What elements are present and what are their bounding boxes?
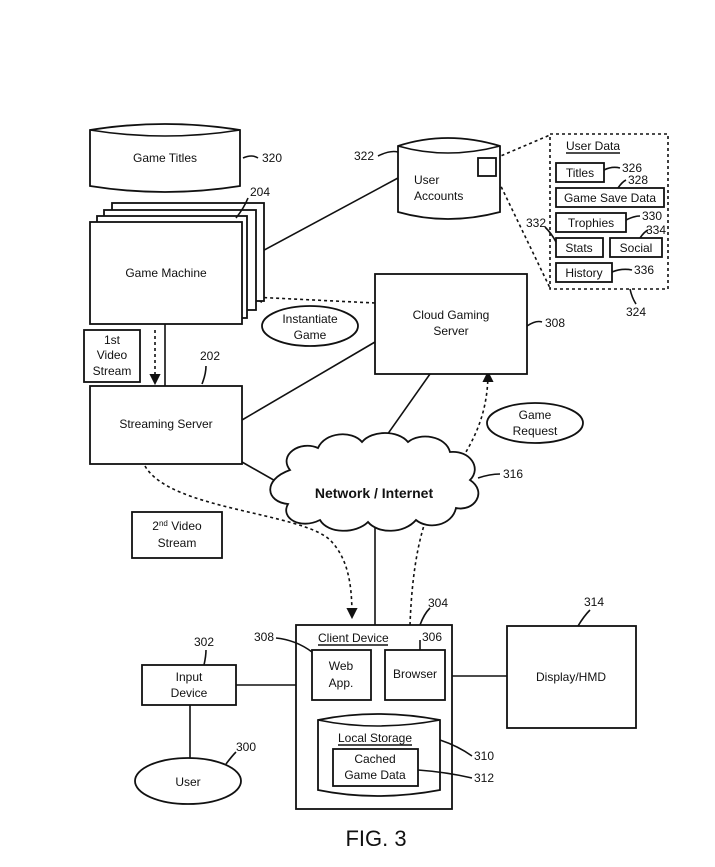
client-device-ref: 304 [428,596,448,610]
browser-ref: 306 [422,630,442,644]
cloud-gaming-line2: Server [433,324,468,338]
user-data-title: User Data [566,139,620,153]
second-video-num: 2 [152,519,159,533]
social-label: Social [620,241,653,255]
game-titles-db: Game Titles 320 [89,123,282,193]
cached-ref: 312 [474,771,494,785]
web-app-line1: Web [329,659,354,673]
game-request-line1: Game [519,408,552,422]
game-machine-label: Game Machine [125,266,207,280]
cached-line1: Cached [354,752,395,766]
input-device: Input Device 302 [141,635,237,706]
input-device-line2: Device [171,686,208,700]
streaming-server: Streaming Server 202 [89,349,243,465]
social-ref: 334 [646,223,666,237]
web-app-ref: 308 [254,630,274,644]
client-device: Client Device 304 Web App. 308 Browser 3… [254,596,494,810]
user-accounts-line2: Accounts [414,189,463,203]
network-label: Network / Internet [315,485,434,501]
instantiate-line1: Instantiate [282,312,338,326]
game-titles-ref: 320 [262,151,282,165]
game-request-line2: Request [513,424,558,438]
network-ref: 316 [503,467,523,481]
user-accounts-line1: User [414,173,439,187]
trophies-ref: 330 [642,209,662,223]
first-video-line1: 1st [104,333,121,347]
user-ref: 300 [236,740,256,754]
second-video-arrow [144,465,358,620]
user-data-panel: User Data Titles 326 Game Save Data 328 … [526,133,669,319]
link-gamemachine-accounts [241,177,399,263]
user-data-ref: 324 [626,305,646,319]
cloud-gaming-line1: Cloud Gaming [413,308,490,322]
game-machine: Game Machine 204 [89,185,270,325]
link-accounts-userdata-top [495,134,551,159]
network-cloud: Network / Internet 316 [269,432,523,532]
cached-line2: Game Data [344,768,406,782]
connectors [164,134,551,758]
streaming-server-label: Streaming Server [119,417,212,431]
user-label: User [175,775,200,789]
input-device-ref: 302 [194,635,214,649]
streaming-server-ref: 202 [200,349,220,363]
local-storage-ref: 310 [474,749,494,763]
link-streaming-cloud [241,341,376,421]
stats-ref: 332 [526,216,546,230]
link-accounts-userdata-bottom [495,175,551,289]
user-accounts-db: User Accounts 322 [354,137,501,220]
web-app-line2: App. [329,676,354,690]
game-machine-ref: 204 [250,185,270,199]
second-video-line1: 2nd Video [152,519,202,533]
browser-label: Browser [393,667,437,681]
game-titles-label: Game Titles [133,151,197,165]
second-video-line2: Stream [158,536,197,550]
game-save-data-ref: 328 [628,173,648,187]
instantiate-arrow [250,291,376,304]
first-video-stream-box: 1st Video Stream [83,329,141,383]
local-storage-label: Local Storage [338,731,412,745]
second-video-rest: Video [168,519,202,533]
first-video-line3: Stream [93,364,132,378]
display-hmd-label: Display/HMD [536,670,606,684]
user-accounts-ref: 322 [354,149,374,163]
second-video-stream-box: 2nd Video Stream [131,511,223,559]
game-request-ellipse: Game Request [486,402,584,444]
history-ref: 336 [634,263,654,277]
stats-label: Stats [565,241,592,255]
input-device-line1: Input [176,670,203,684]
titles-ref: 326 [622,161,642,175]
trophies-label: Trophies [568,216,614,230]
cloud-gaming-ref: 308 [545,316,565,330]
titles-label: Titles [566,166,594,180]
second-video-sup: nd [159,519,168,528]
cloud-gaming-server: Cloud Gaming Server 308 [374,273,565,375]
game-save-data-label: Game Save Data [564,191,656,205]
instantiate-line2: Game [294,328,327,342]
history-label: History [565,266,602,280]
instantiate-game-ellipse: Instantiate Game [261,305,359,347]
display-hmd: Display/HMD 314 [506,595,637,729]
figure-label: FIG. 3 [345,826,406,851]
client-device-label: Client Device [318,631,389,645]
user-ellipse: User 300 [134,740,256,805]
first-video-line2: Video [97,348,128,362]
display-hmd-ref: 314 [584,595,604,609]
